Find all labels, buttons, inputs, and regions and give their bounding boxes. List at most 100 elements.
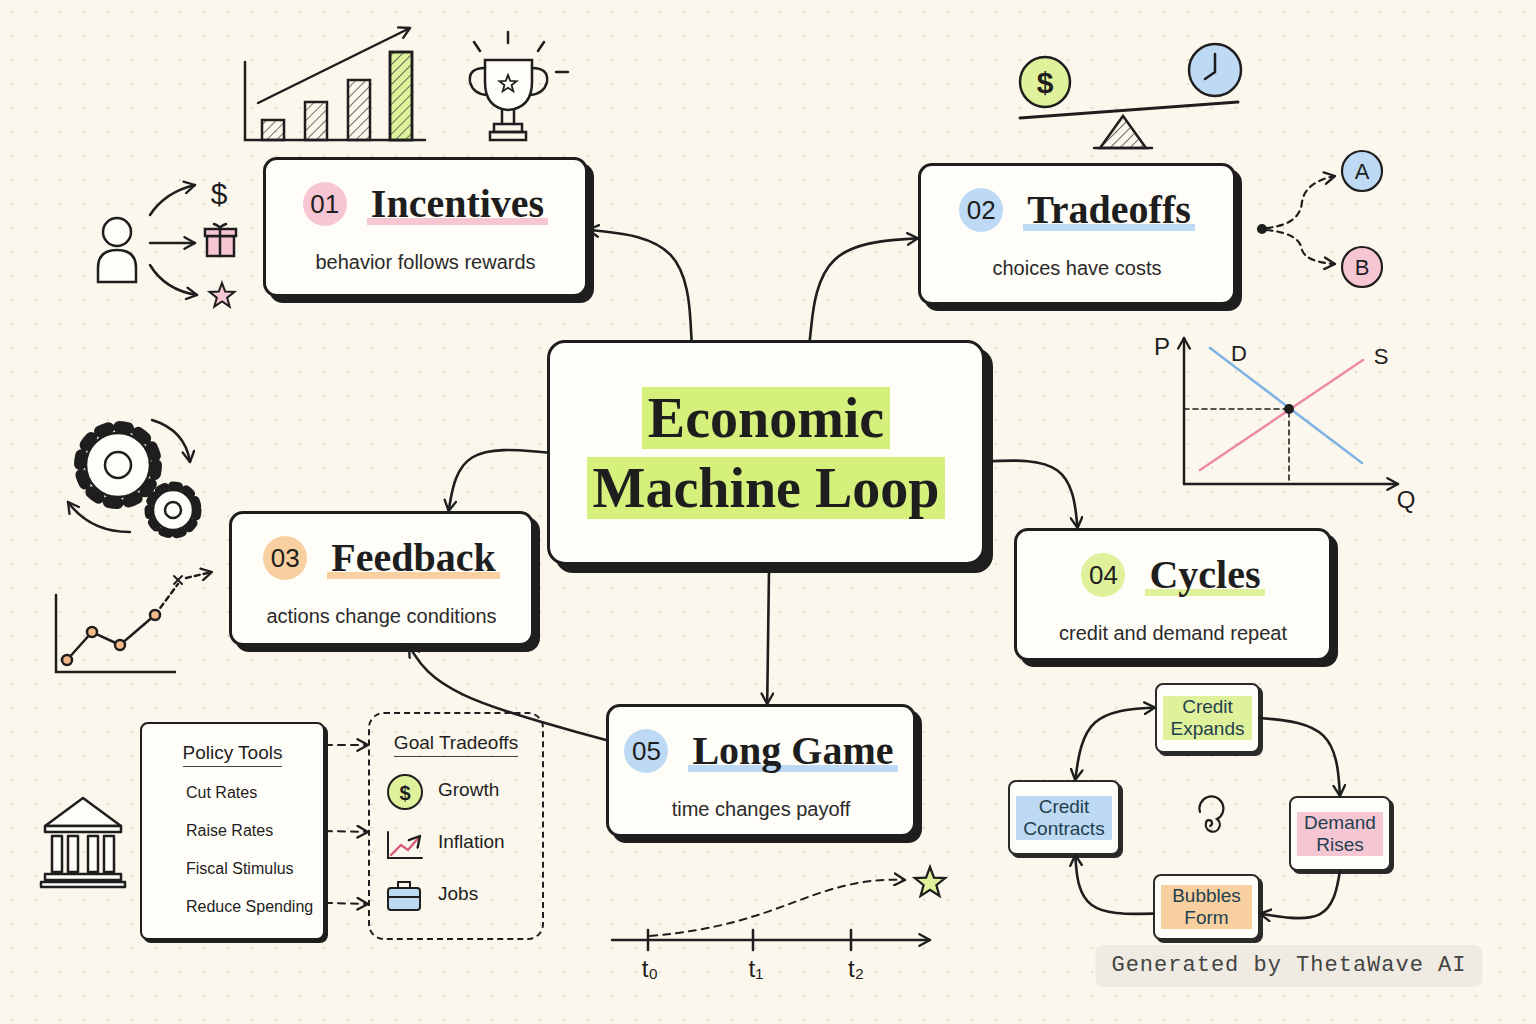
card-title: Tradeoffs [1023, 186, 1195, 234]
concept-card: 01Incentivesbehavior follows rewards [263, 157, 588, 297]
bar-chart-icon [258, 28, 410, 103]
line-chart-icon [56, 572, 212, 672]
bar-chart-icon [262, 120, 284, 140]
list-box: Goal TradeoffsGrowthInflationJobs [368, 712, 544, 940]
gears-icon [80, 427, 156, 503]
supply-demand-graph [1200, 360, 1363, 470]
connector-arrow [588, 230, 692, 340]
gears-icon [165, 502, 181, 518]
line-chart-icon [62, 655, 72, 665]
goal-icons [388, 832, 422, 858]
timeline-icon [650, 880, 905, 936]
list-box: Policy ToolsCut RatesRaise RatesFiscal S… [140, 722, 325, 940]
balance-scale-icon [1189, 44, 1241, 96]
cycle-stage-box: Bubbles Form [1153, 874, 1260, 940]
person-rewards-icon [103, 218, 131, 246]
gears-icon [86, 433, 150, 497]
card-header: 05 Long Game [609, 727, 913, 775]
choice-fork-icon [1342, 247, 1382, 287]
card-header: 01Incentives [266, 180, 585, 228]
bank-icon [41, 798, 125, 887]
person-rewards-icon [98, 185, 236, 307]
goal-icons [388, 888, 420, 910]
time-tick-label: t₂ [848, 957, 864, 981]
balance-scale-icon [1094, 147, 1152, 150]
connector-arrow [449, 450, 547, 511]
watermark: Generated by ThetaWave AI [1095, 945, 1482, 987]
line-chart-icon [87, 627, 97, 637]
step-number: 01 [303, 182, 347, 226]
goal-icons [388, 882, 420, 897]
person-rewards-icon [210, 283, 235, 307]
card-subtitle: choices have costs [921, 256, 1233, 280]
axis-label: Q [1397, 488, 1416, 512]
connector-arrow [409, 646, 606, 740]
card-header: 02Tradeoffs [921, 186, 1233, 234]
step-number: 04 [1081, 553, 1125, 597]
central-hub-box: Economic Machine Loop [547, 340, 985, 565]
list-heading: Goal Tradeoffs [394, 732, 518, 757]
trophy-icon [470, 68, 487, 95]
supply-demand-graph [1183, 338, 1186, 484]
goal-icons [388, 775, 422, 809]
list-item: Growth [370, 764, 542, 816]
gears-icon [153, 490, 193, 530]
dashed-connector [325, 903, 368, 904]
card-header: 04Cycles [1017, 551, 1329, 599]
line-chart-icon [115, 640, 125, 650]
step-number: 03 [263, 536, 307, 580]
currency-symbol: $ [1037, 68, 1054, 98]
goal-icons [388, 775, 422, 910]
step-number: 05 [624, 729, 668, 773]
choice-fork-icon [1342, 151, 1382, 191]
cycle-stage-box: Credit Expands [1155, 683, 1260, 753]
trophy-icon [530, 68, 547, 95]
timeline-icon [612, 867, 945, 950]
card-subtitle: credit and demand repeat [1017, 621, 1329, 645]
line-chart-icon [174, 576, 182, 584]
stage-label: Credit Expands [1163, 696, 1252, 740]
connector-group [325, 230, 1340, 918]
choice-fork-icon [1266, 230, 1335, 264]
concept-card: 03Feedbackactions change conditions [229, 511, 534, 646]
connector-arrow [1260, 718, 1340, 796]
bank-icon [41, 882, 125, 887]
bank-icon [104, 836, 114, 872]
bank-icon [88, 836, 98, 872]
hub-title-wrap: Economic Machine Loop [566, 383, 966, 523]
person-rewards-icon [98, 250, 136, 282]
dashed-connector [325, 744, 368, 746]
card-title: Feedback [327, 534, 499, 582]
curve-label: S [1374, 346, 1389, 368]
supply-demand-graph [1184, 409, 1289, 484]
choice-fork-icon [1258, 151, 1382, 287]
card-title: Long Game [688, 727, 897, 775]
person-rewards-icon [150, 242, 195, 245]
line-chart-icon [150, 610, 160, 620]
cycle-stage-box: Credit Contracts [1008, 780, 1120, 855]
bank-icon [45, 798, 121, 826]
trophy-icon [474, 32, 568, 72]
list-header: Goal Tradeoffs [370, 724, 542, 764]
connector-arrow [1075, 708, 1155, 781]
timeline-icon [915, 867, 945, 896]
concept-card: 05Long Gametime changes payoff [606, 704, 916, 837]
spiral-icon [1199, 796, 1223, 831]
trophy-icon [502, 110, 514, 124]
balance-scale-icon [1020, 44, 1241, 148]
list-item: Fiscal Stimulus [142, 850, 323, 888]
connector-arrow [1075, 855, 1153, 914]
option-label: A [1355, 161, 1370, 183]
supply-demand-graph [1184, 338, 1398, 484]
bar-chart-icon [390, 52, 412, 140]
curve-label: D [1231, 343, 1247, 365]
trophy-icon [499, 75, 516, 91]
currency-symbol: $ [211, 179, 228, 209]
list-item: Raise Rates [142, 812, 323, 850]
bank-icon [52, 836, 62, 872]
line-chart-icon [186, 572, 212, 578]
